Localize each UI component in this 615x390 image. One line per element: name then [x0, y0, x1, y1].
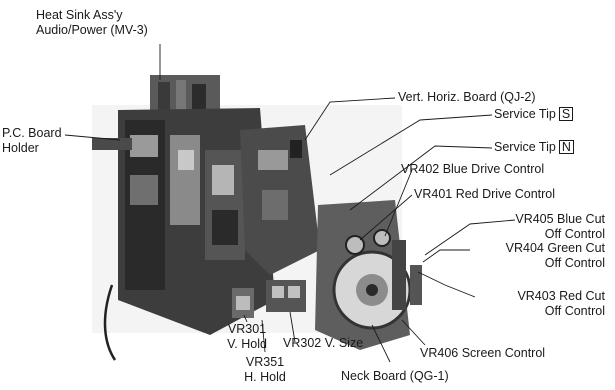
service-tip-s-key: S — [558, 107, 574, 121]
pc-board-label-line1: P.C. Board — [2, 126, 62, 140]
chassis-illustration — [92, 75, 422, 361]
vr406-label: VR406 Screen Control — [420, 346, 546, 360]
vr403-label-line1: VR403 Red Cut — [517, 289, 605, 303]
pc-board-holder-label: P.C. Board Holder — [2, 126, 62, 156]
vr301-label-line1: VR301 — [227, 322, 267, 336]
vr403-label: VR403 Red Cut Off Control — [460, 289, 605, 319]
heat-sink-label: Heat Sink Ass'y Audio/Power (MV-3) — [36, 8, 148, 38]
vr404-label-line2: Off Control — [544, 256, 605, 270]
vr402-label: VR402 Blue Drive Control — [401, 162, 545, 176]
service-tip-s-text: Service Tip — [494, 107, 556, 121]
vr301-label: VR301 V. Hold — [222, 322, 272, 352]
vr404-label-line1: VR404 Green Cut — [505, 241, 605, 255]
vr404-label: VR404 Green Cut Off Control — [460, 241, 605, 271]
vr405-label-line1: VR405 Blue Cut — [515, 212, 605, 226]
vr351-label-line1: VR351 — [245, 355, 285, 369]
heat-sink-label-line2: Audio/Power (MV-3) — [36, 23, 148, 37]
vr405-label: VR405 Blue Cut Off Control — [460, 212, 605, 242]
vr302-label: VR302 V. Size — [283, 336, 364, 350]
service-tip-n-key: N — [558, 140, 574, 154]
vr351-label-line2: H. Hold — [244, 370, 286, 384]
service-tip-n-text: Service Tip — [494, 140, 556, 154]
vert-horiz-board-label: Vert. Horiz. Board (QJ-2) — [398, 90, 536, 104]
vr403-label-line2: Off Control — [544, 304, 605, 318]
vr301-label-line2: V. Hold — [227, 337, 267, 351]
pc-board-label-line2: Holder — [2, 141, 39, 155]
neck-board-label: Neck Board (QG-1) — [341, 369, 449, 383]
vr351-label: VR351 H. Hold — [240, 355, 290, 385]
vr405-label-line2: Off Control — [544, 227, 605, 241]
heat-sink-label-line1: Heat Sink Ass'y — [36, 8, 123, 22]
vr401-label: VR401 Red Drive Control — [414, 187, 556, 201]
leader-lines — [64, 44, 516, 363]
